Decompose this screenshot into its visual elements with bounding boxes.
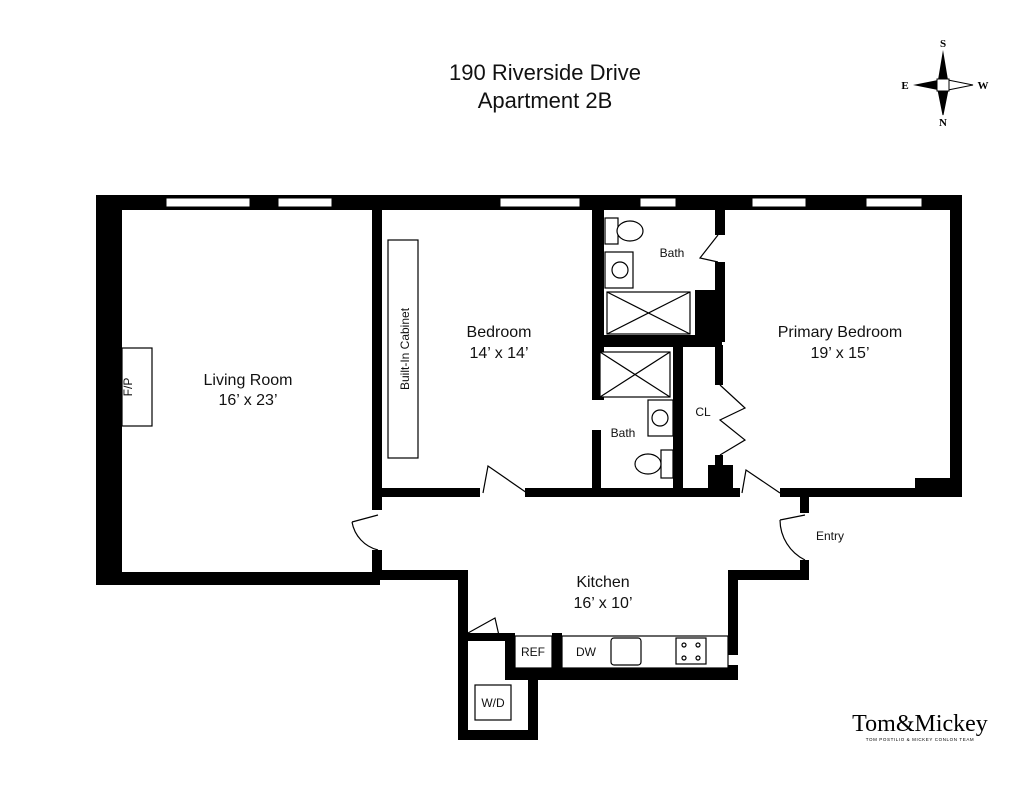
bath-2-label: Bath (611, 426, 636, 440)
logo: Tom&Mickey TOM POSTILIO & MICKEY CONLON … (852, 711, 988, 742)
compass-n: N (939, 117, 947, 129)
windows (165, 197, 923, 208)
bedroom-name: Bedroom (467, 324, 532, 341)
address: 190 Riverside Drive (449, 60, 641, 85)
compass-s: S (940, 38, 946, 50)
primary-bedroom-name: Primary Bedroom (778, 324, 902, 341)
living-room-size: 16’ x 23’ (219, 392, 278, 409)
compass-e: E (901, 80, 908, 92)
entry-label: Entry (816, 529, 844, 543)
wd-label: W/D (481, 696, 505, 710)
logo-tagline: TOM POSTILIO & MICKEY CONLON TEAM (866, 737, 975, 742)
fireplace (121, 347, 153, 427)
bedroom-size: 14’ x 14’ (470, 345, 529, 362)
bath-1-label: Bath (660, 246, 685, 260)
unit: Apartment 2B (478, 88, 613, 113)
cabinet-label: Built-In Cabinet (398, 307, 412, 390)
doors (351, 234, 806, 641)
living-room-name: Living Room (204, 372, 293, 389)
kitchen-fixtures (474, 635, 729, 721)
compass-w: W (978, 80, 989, 92)
dw-label: DW (576, 645, 597, 659)
kitchen-size: 16’ x 10’ (574, 595, 633, 612)
bath-fixtures (599, 217, 691, 479)
primary-bedroom-size: 19’ x 15’ (811, 345, 870, 362)
compass-icon: S N E W (901, 38, 988, 129)
kitchen-name: Kitchen (576, 574, 629, 591)
built-in-cabinet (387, 239, 419, 459)
ref-label: REF (521, 645, 545, 659)
logo-brand: Tom&Mickey (852, 711, 988, 737)
fireplace-label: F/P (121, 378, 135, 397)
closet-label: CL (695, 405, 711, 419)
